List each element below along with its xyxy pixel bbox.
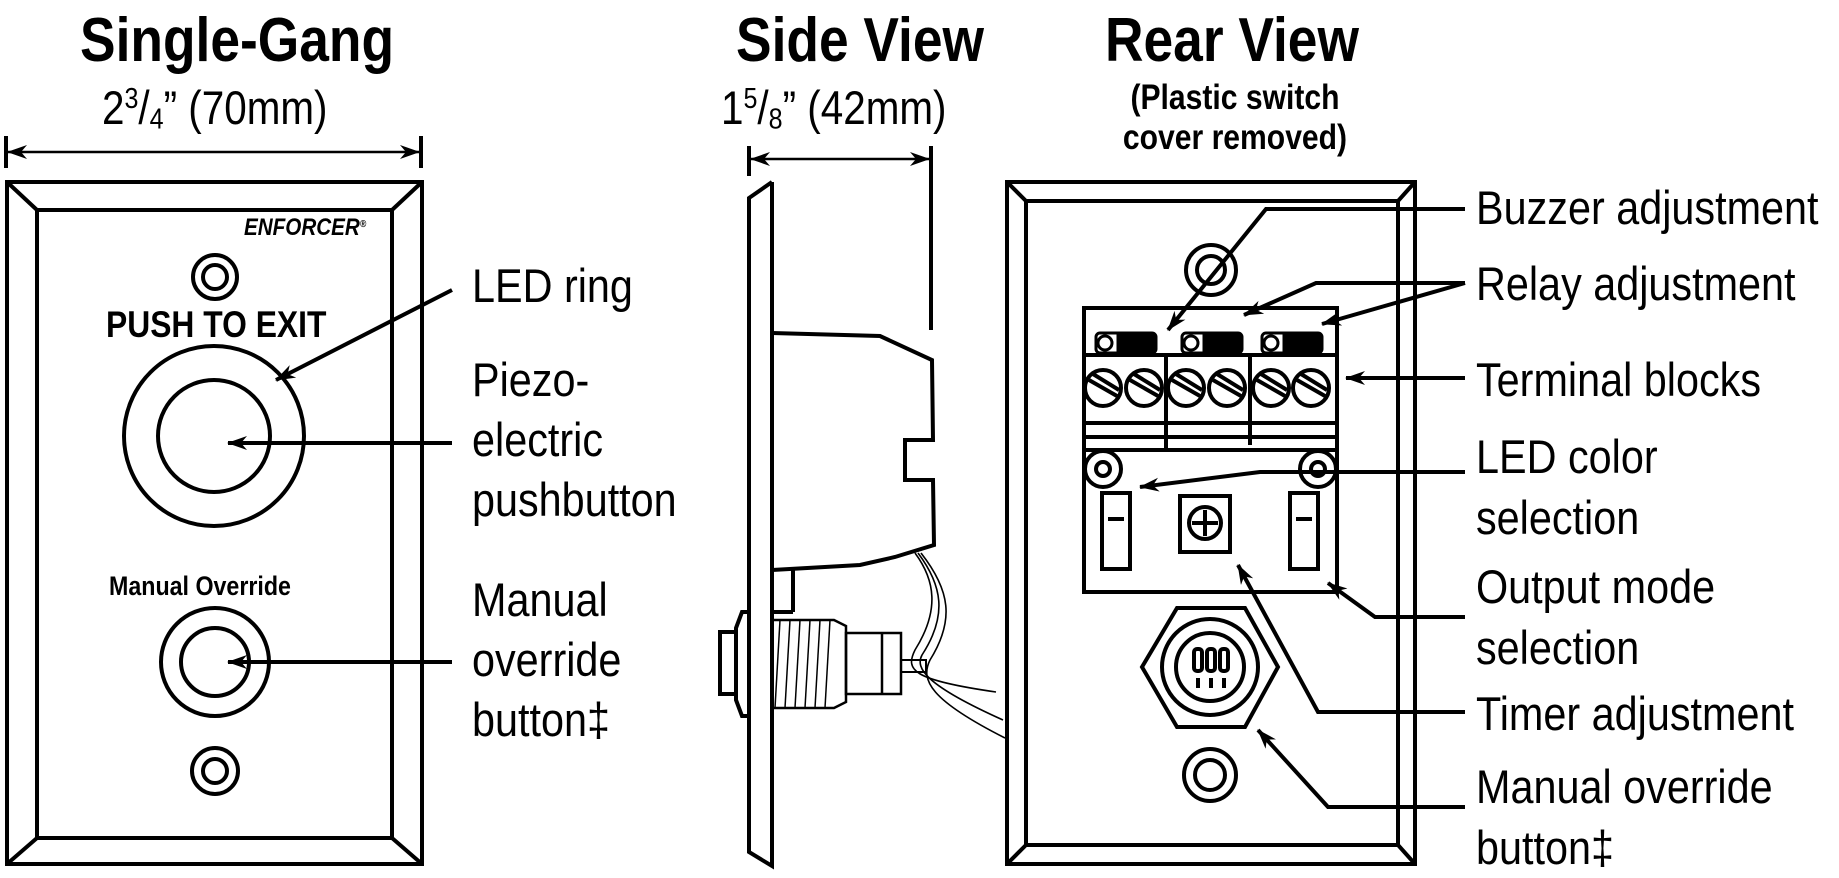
rear-view-title: Rear View [1105, 10, 1359, 72]
dim-whole: 1 [721, 81, 743, 134]
rear-view-subtitle: (Plastic switch cover removed) [1110, 78, 1359, 159]
brand-mark: ® [360, 219, 366, 230]
manual-override-plate-label: Manual Override [109, 573, 291, 600]
callout-line: Piezo- [472, 350, 677, 410]
callout-line: Manual override [1476, 756, 1773, 817]
subtitle-line: (Plastic switch [1110, 78, 1359, 118]
callout-buzzer-adjustment: Buzzer adjustment [1476, 178, 1819, 238]
module-mount-screws-icon [1085, 451, 1336, 487]
timer-potentiometer-icon [1180, 496, 1230, 552]
side-dimension [749, 146, 931, 330]
piezo-pushbutton-icon [158, 380, 270, 492]
callout-output-mode-selection: Output mode selection [1476, 556, 1715, 678]
side-view-title: Side View [736, 10, 984, 72]
callout-line: button‡ [472, 690, 621, 750]
top-screw-icon [193, 255, 237, 299]
single-gang-plate [7, 182, 422, 864]
callout-line: selection [1476, 617, 1715, 678]
push-to-exit-label: PUSH TO EXIT [106, 306, 326, 343]
dim-den: 4 [150, 103, 164, 135]
callout-line: button‡ [1476, 817, 1773, 878]
dim-num: 5 [743, 83, 757, 115]
callout-terminal-blocks: Terminal blocks [1476, 350, 1761, 410]
callout-line: Manual [472, 570, 621, 630]
callout-line: LED color [1476, 426, 1658, 487]
dim-rest: ” (70mm) [164, 81, 328, 134]
dim-num: 3 [124, 83, 138, 115]
callout-piezo-pushbutton: Piezo- electric pushbutton [472, 350, 677, 530]
callout-timer-adjustment: Timer adjustment [1476, 684, 1794, 744]
dim-whole: 2 [102, 81, 124, 134]
buzzer-relay-jumpers-icon [1096, 333, 1322, 353]
rear-override-button-icon [1142, 608, 1278, 727]
brand-logo: ENFORCER® [244, 216, 366, 240]
dim-rest: ” (42mm) [783, 81, 947, 134]
side-wires [912, 553, 1005, 738]
single-gang-leaders [228, 290, 452, 662]
output-mode-switches-icon [1102, 493, 1318, 569]
callout-line: electric [472, 410, 677, 470]
rear-bottom-screw-icon [1184, 749, 1236, 801]
callout-line: selection [1476, 487, 1658, 548]
side-plate [749, 182, 772, 866]
callout-line: pushbutton [472, 470, 677, 530]
subtitle-line: cover removed) [1110, 118, 1359, 158]
dim-den: 8 [769, 103, 783, 135]
side-dimension-label: 15/8” (42mm) [721, 84, 946, 135]
callout-line: override [472, 630, 621, 690]
callout-led-ring: LED ring [472, 256, 633, 316]
brand-name: ENFORCER [244, 214, 360, 241]
terminal-block-screws-icon [1085, 370, 1329, 406]
callout-relay-adjustment: Relay adjustment [1476, 254, 1796, 314]
side-housing [772, 333, 934, 612]
bottom-screw-icon [192, 748, 238, 794]
callout-line: Output mode [1476, 556, 1715, 617]
single-gang-dimension [6, 136, 421, 168]
callout-led-color-selection: LED color selection [1476, 426, 1658, 548]
callout-rear-manual-override: Manual override button‡ [1476, 756, 1773, 878]
single-gang-dimension-label: 23/4” (70mm) [102, 84, 327, 135]
callout-manual-override: Manual override button‡ [472, 570, 621, 750]
led-ring-icon [124, 346, 304, 526]
single-gang-title: Single-Gang [80, 10, 394, 72]
